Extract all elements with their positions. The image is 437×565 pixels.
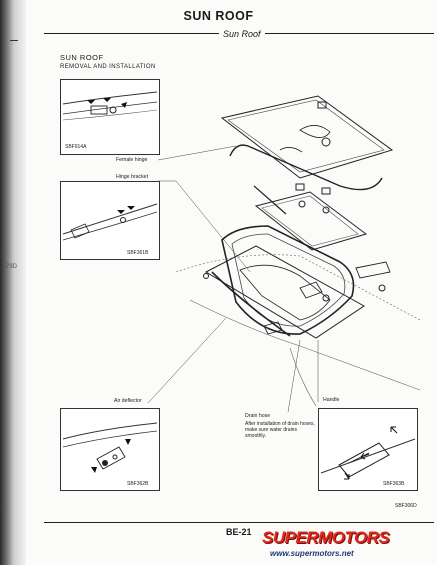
section-title: SUN ROOF — [60, 53, 104, 62]
section-subtitle: REMOVAL AND INSTALLATION — [60, 64, 156, 70]
watermark-brand-logo: SUPERMOTORS — [262, 528, 390, 547]
label-air-deflector: Air deflector — [114, 398, 142, 404]
label-female-hinge: Female hinge — [116, 157, 148, 163]
inset-air-deflector-detail: SBF362B — [60, 408, 160, 491]
margin-tick — [10, 40, 18, 41]
figure-code: SBF306D — [395, 503, 417, 509]
inset-handle-drawing — [320, 426, 416, 480]
scan-binding-edge — [0, 0, 26, 565]
label-hinge-bracket: Hinge bracket — [116, 174, 149, 180]
inset-air-deflector-drawing — [62, 422, 158, 473]
note-drain-hose: After installation of drain hoses, make … — [245, 421, 315, 439]
page-header-title: SUN ROOF — [183, 9, 254, 23]
page-number: BE-21 — [226, 527, 252, 537]
inset-handle-detail: SBF363B — [318, 408, 418, 491]
watermark-url: www.supermotors.net — [270, 549, 354, 558]
inset-hinge-bracket-detail: SBF361B — [60, 181, 160, 260]
inset-code-lower-left: SBF362B — [127, 481, 149, 487]
footer-rule — [44, 522, 434, 523]
inset-female-hinge-drawing — [62, 91, 158, 121]
label-handle: Handle — [323, 397, 340, 403]
page-header-subtitle: Sun Roof — [219, 29, 265, 39]
inset-code-lower-right: SBF363B — [383, 481, 405, 487]
label-drain-hose: Drain hose — [245, 413, 271, 419]
inset-hinge-bracket-drawing — [62, 203, 158, 241]
inset-code-top: SBF914A — [65, 144, 87, 150]
margin-number: 79D — [6, 264, 18, 270]
inset-female-hinge-detail: SBF914A — [60, 79, 160, 155]
inset-code-mid: SBF361B — [127, 250, 149, 256]
